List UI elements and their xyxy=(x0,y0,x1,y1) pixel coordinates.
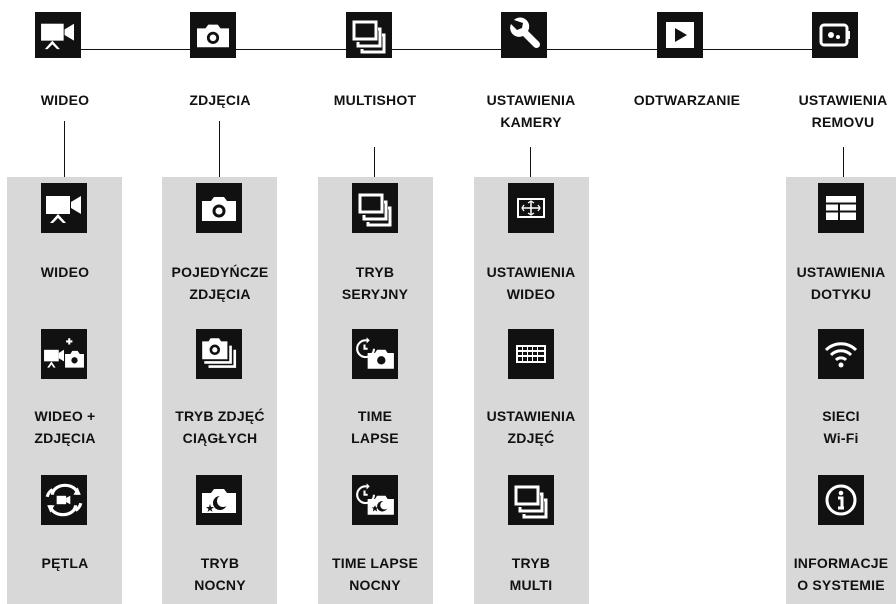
submenu-label: USTAWIENIA ZDJĘĆ xyxy=(486,408,576,446)
multishot-icon[interactable] xyxy=(346,12,392,58)
remote-settings-icon[interactable] xyxy=(812,12,858,58)
submenu-panel-wideo xyxy=(7,177,122,604)
night-photo-icon[interactable] xyxy=(196,475,242,525)
submenu-label: TRYB ZDJĘĆ CIĄGŁYCH xyxy=(175,408,265,446)
video-plus-photo-icon[interactable] xyxy=(41,329,87,379)
video-camera-icon[interactable] xyxy=(35,12,81,58)
photo-settings-icon[interactable] xyxy=(508,329,554,379)
burst-icon[interactable] xyxy=(352,183,398,233)
loop-video-icon[interactable] xyxy=(41,475,87,525)
wifi-icon[interactable] xyxy=(818,329,864,379)
top-connector-line xyxy=(60,49,850,50)
submenu-label: TRYB MULTI xyxy=(509,555,553,593)
submenu-label: INFORMACJE O SYSTEMIE xyxy=(793,555,889,593)
submenu-label: TRYB NOCNY xyxy=(194,555,246,593)
submenu-label: WIDEO + ZDJĘCIA xyxy=(34,408,96,446)
continuous-photo-icon[interactable] xyxy=(196,329,242,379)
submenu-label: USTAWIENIA WIDEO xyxy=(486,264,576,302)
play-icon[interactable] xyxy=(657,12,703,58)
top-menu-label: MULTISHOT xyxy=(333,92,417,108)
connector-zdjecia xyxy=(219,121,220,183)
touch-settings-icon[interactable] xyxy=(818,183,864,233)
connector-multishot xyxy=(374,147,375,183)
submenu-panel-kamery xyxy=(474,177,589,604)
time-lapse-icon[interactable] xyxy=(352,329,398,379)
submenu-label: SIECI Wi-Fi xyxy=(822,408,860,446)
top-menu-label: USTAWIENIA REMOVU xyxy=(798,92,888,130)
wrench-icon[interactable] xyxy=(501,12,547,58)
connector-removu xyxy=(843,147,844,183)
photo-camera-icon[interactable] xyxy=(196,183,242,233)
submenu-panel-zdjecia xyxy=(162,177,277,604)
submenu-panel-removu xyxy=(786,177,896,604)
submenu-label: USTAWIENIA DOTYKU xyxy=(796,264,886,302)
video-settings-icon[interactable] xyxy=(508,183,554,233)
night-time-lapse-icon[interactable] xyxy=(352,475,398,525)
top-menu-label: WIDEO xyxy=(40,92,90,108)
multi-mode-icon[interactable] xyxy=(508,475,554,525)
submenu-panel-multishot xyxy=(318,177,433,604)
photo-camera-icon[interactable] xyxy=(190,12,236,58)
info-icon[interactable] xyxy=(818,475,864,525)
submenu-label: TIME LAPSE xyxy=(351,408,399,446)
connector-wideo xyxy=(64,121,65,183)
video-camera-icon[interactable] xyxy=(41,183,87,233)
top-menu-label: ODTWARZANIE xyxy=(633,92,741,108)
submenu-label: TIME LAPSE NOCNY xyxy=(331,555,418,593)
top-menu-label: USTAWIENIA KAMERY xyxy=(486,92,576,130)
submenu-label: WIDEO xyxy=(40,264,90,280)
submenu-label: POJEDYŃCZE ZDJĘCIA xyxy=(171,264,269,302)
connector-kamery xyxy=(530,147,531,183)
submenu-label: PĘTLA xyxy=(41,555,89,571)
top-menu-label: ZDJĘCIA xyxy=(189,92,251,108)
submenu-label: TRYB SERYJNY xyxy=(341,264,409,302)
